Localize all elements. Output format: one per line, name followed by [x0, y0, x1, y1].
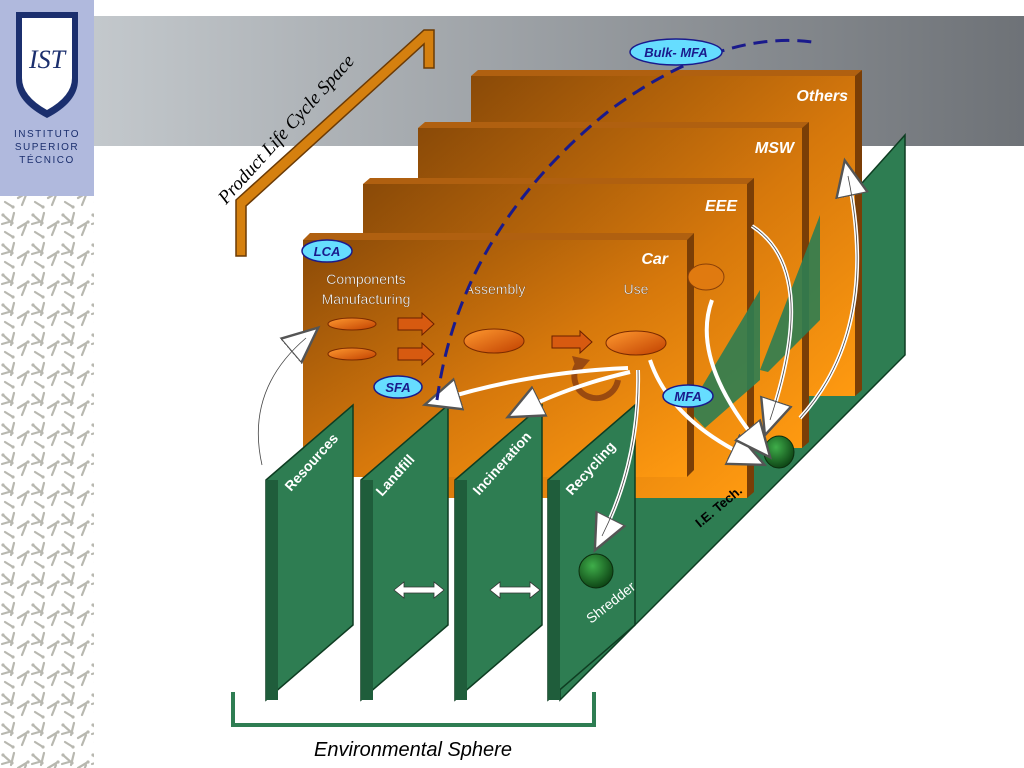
wall-incineration: Incineration	[454, 403, 543, 702]
process-node	[327, 347, 377, 361]
stage-components: Components	[326, 271, 405, 287]
logo-mark: IST	[28, 45, 67, 74]
tag-lca: LCA	[301, 239, 353, 263]
tag-bulk-mfa: Bulk- MFA	[629, 38, 723, 66]
bulk-mfa-boundary	[435, 38, 813, 401]
wall-resources: Resources	[265, 403, 354, 702]
flow-arrow	[397, 311, 435, 337]
double-arrow-icon	[489, 581, 541, 599]
reuse-loop-head	[572, 356, 590, 374]
flow-curve	[440, 366, 629, 400]
panel-label-msw: MSW	[755, 140, 796, 157]
stage-assembly: Assembly	[465, 281, 526, 297]
stage-manufacturing: Manufacturing	[322, 291, 411, 307]
stage-use: Use	[624, 281, 649, 297]
decorative-pattern	[0, 196, 94, 768]
tag-lca-label: LCA	[314, 244, 341, 259]
panel-label-eee: EEE	[705, 198, 738, 215]
institution-name-line: SUPERIOR	[14, 142, 80, 153]
flow-arrow	[397, 341, 435, 367]
process-node	[605, 330, 667, 356]
flow-curve	[648, 359, 750, 458]
ie-tech-node	[763, 435, 795, 469]
flow-curve	[256, 338, 306, 466]
sphere-label: Environmental Sphere	[314, 739, 512, 761]
flow-curves-outline	[257, 175, 858, 537]
panel-label-others: Others	[796, 88, 848, 105]
tag-sfa: SFA	[373, 375, 423, 399]
tag-sfa-label: SFA	[385, 380, 410, 395]
flow-curve	[522, 370, 631, 410]
institution-name: INSTITUTO SUPERIOR TÉCNICO	[0, 128, 94, 167]
institution-logo: IST INSTITUTO SUPERIOR TÉCNICO	[0, 0, 94, 196]
tag-mfa: MFA	[662, 384, 714, 408]
wall-landfill: Landfill	[360, 403, 449, 702]
side-panel: IST INSTITUTO SUPERIOR TÉCNICO	[0, 0, 94, 768]
panel-label-car: Car	[641, 251, 668, 268]
shield-icon: IST	[16, 12, 78, 118]
sphere-bracket	[231, 692, 596, 727]
tag-bulk-mfa-label: Bulk- MFA	[644, 45, 708, 60]
process-node	[327, 317, 377, 331]
double-arrow-icon	[393, 581, 445, 599]
institution-name-line: INSTITUTO	[13, 129, 81, 140]
tag-mfa-label: MFA	[674, 389, 701, 404]
flow-curve	[704, 299, 760, 445]
process-node	[687, 263, 725, 291]
flow-arrow	[551, 329, 593, 355]
shredder-node	[578, 553, 614, 589]
process-node	[463, 328, 525, 354]
institution-name-line: TÉCNICO	[19, 155, 75, 166]
wall-recycling: Recycling	[547, 403, 636, 702]
